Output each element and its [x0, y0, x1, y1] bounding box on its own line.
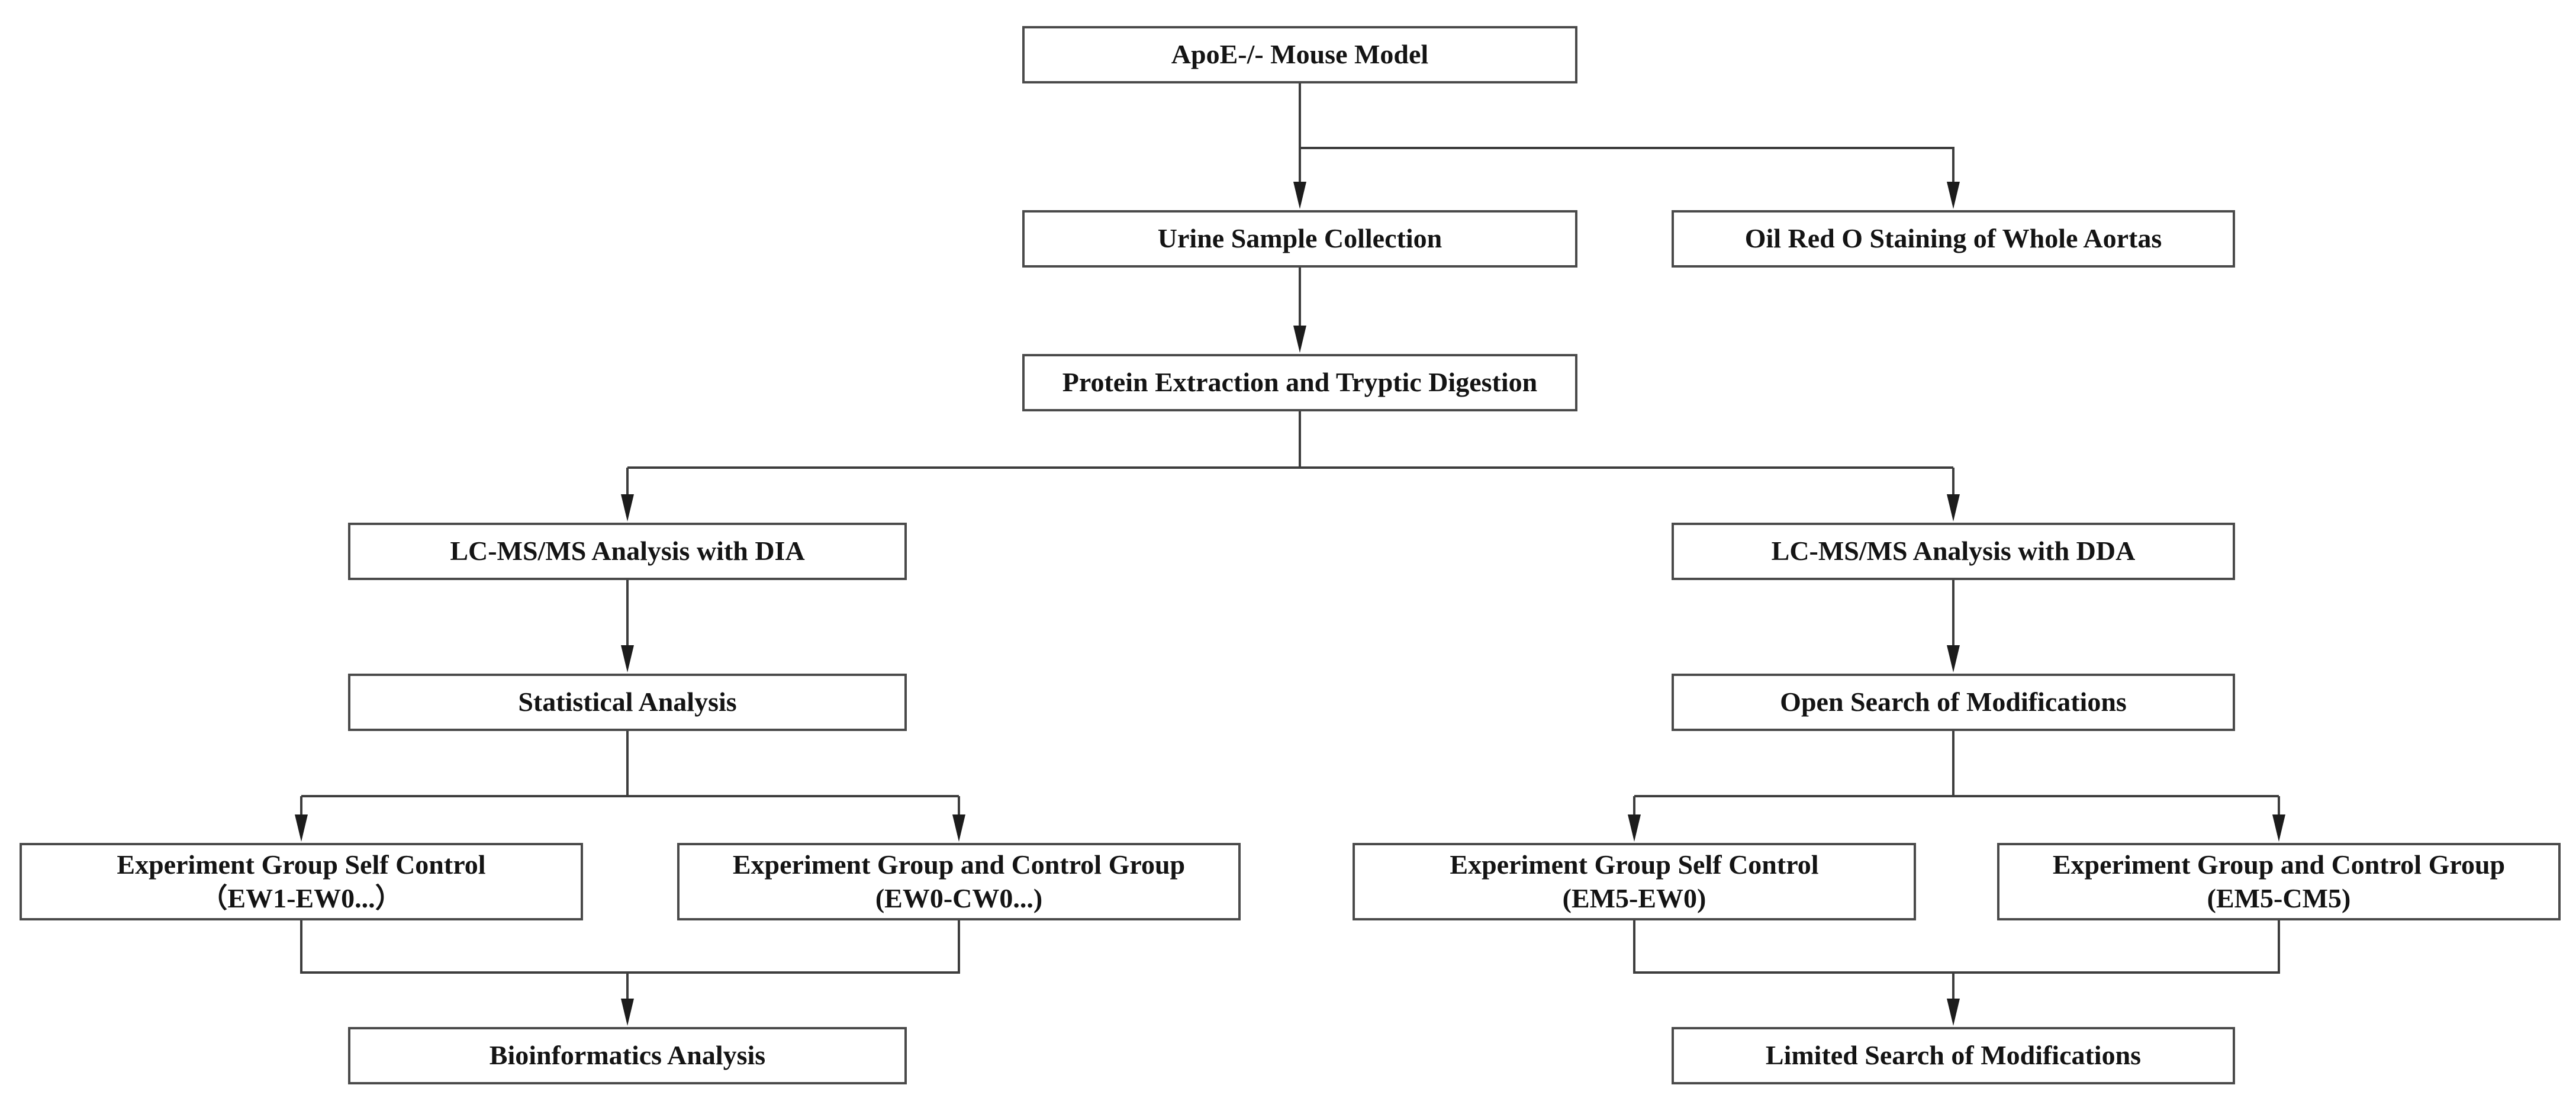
node-dda-vs-label: Experiment Group and Control Group	[2052, 849, 2506, 880]
edge-protein-branch-line	[626, 411, 1954, 498]
edge-protein-dda-arrowhead	[1947, 494, 1960, 521]
node-urine-sample-collection: Urine Sample Collection	[1022, 210, 1577, 268]
node-open-search-modifications: Open Search of Modifications	[1672, 674, 2235, 731]
node-experiment-self-control-dda: Experiment Group Self Control (EM5-EW0)	[1353, 843, 1916, 920]
edge-protein-dia-arrowhead	[621, 494, 634, 521]
edge-opensearch-ddavs-arrowhead	[2272, 814, 2285, 842]
node-experiment-vs-control-dda: Experiment Group and Control Group (EM5-…	[1997, 843, 2561, 920]
node-experiment-vs-control-dia: Experiment Group and Control Group (EW0-…	[677, 843, 1241, 920]
node-limited-search-modifications: Limited Search of Modifications	[1672, 1027, 2235, 1084]
node-dia-self-label: Experiment Group Self Control	[117, 849, 486, 880]
node-dda-self-sublabel: (EM5-EW0)	[1562, 883, 1706, 913]
node-apoe-mouse-model: ApoE-/- Mouse Model	[1022, 26, 1577, 83]
node-lcmsms-dia: LC-MS/MS Analysis with DIA	[348, 523, 907, 580]
edge-merge-limited-arrowhead	[1947, 999, 1960, 1026]
edge-urine-protein-arrowhead	[1293, 326, 1306, 353]
node-dia-label: LC-MS/MS Analysis with DIA	[450, 536, 805, 566]
node-oil-red-o-staining: Oil Red O Staining of Whole Aortas	[1672, 210, 2235, 268]
edge-merge-bioinformatics-line	[300, 920, 960, 1002]
edge-opensearch-ddaself-arrowhead	[1628, 814, 1641, 842]
node-lcmsms-dda: LC-MS/MS Analysis with DDA	[1672, 523, 2235, 580]
edge-dda-opensearch-arrowhead	[1947, 645, 1960, 672]
edge-apoe-urine-arrowhead	[1293, 182, 1306, 209]
node-statistical-analysis: Statistical Analysis	[348, 674, 907, 731]
node-bioinformatics-analysis: Bioinformatics Analysis	[348, 1027, 907, 1084]
edge-apoe-oilred-arrowhead	[1947, 182, 1960, 209]
node-dia-self-sublabel: （EW1-EW0...）	[200, 883, 402, 913]
node-dia-vs-sublabel: (EW0-CW0...)	[875, 883, 1043, 913]
node-apoe-label: ApoE-/- Mouse Model	[1171, 39, 1429, 70]
node-dia-vs-label: Experiment Group and Control Group	[732, 849, 1186, 880]
node-urine-label: Urine Sample Collection	[1157, 223, 1442, 254]
edge-apoe-oilred-line	[1300, 147, 1954, 184]
node-experiment-self-control-dia: Experiment Group Self Control （EW1-EW0..…	[20, 843, 583, 920]
node-dda-self-label: Experiment Group Self Control	[1450, 849, 1819, 880]
node-protein-label: Protein Extraction and Tryptic Digestion	[1062, 367, 1538, 398]
edge-opensearch-branch-line	[1633, 731, 2280, 817]
node-stat-label: Statistical Analysis	[518, 687, 737, 717]
edge-dia-stat-arrowhead	[621, 645, 634, 672]
node-oilred-label: Oil Red O Staining of Whole Aortas	[1744, 223, 2162, 254]
edge-stat-branch-line	[300, 731, 960, 817]
edge-merge-limited-line	[1633, 920, 2280, 1002]
node-opensearch-label: Open Search of Modifications	[1780, 687, 2127, 717]
node-limited-label: Limited Search of Modifications	[1765, 1040, 2142, 1071]
node-dda-label: LC-MS/MS Analysis with DDA	[1771, 536, 2136, 566]
edge-stat-diaself-arrowhead	[295, 814, 308, 842]
node-dda-vs-sublabel: (EM5-CM5)	[2207, 883, 2351, 913]
node-protein-extraction-digestion: Protein Extraction and Tryptic Digestion	[1022, 354, 1577, 411]
edge-merge-bioinformatics-arrowhead	[621, 999, 634, 1026]
node-bioinf-label: Bioinformatics Analysis	[489, 1040, 766, 1071]
edge-stat-diavs-arrowhead	[952, 814, 965, 842]
